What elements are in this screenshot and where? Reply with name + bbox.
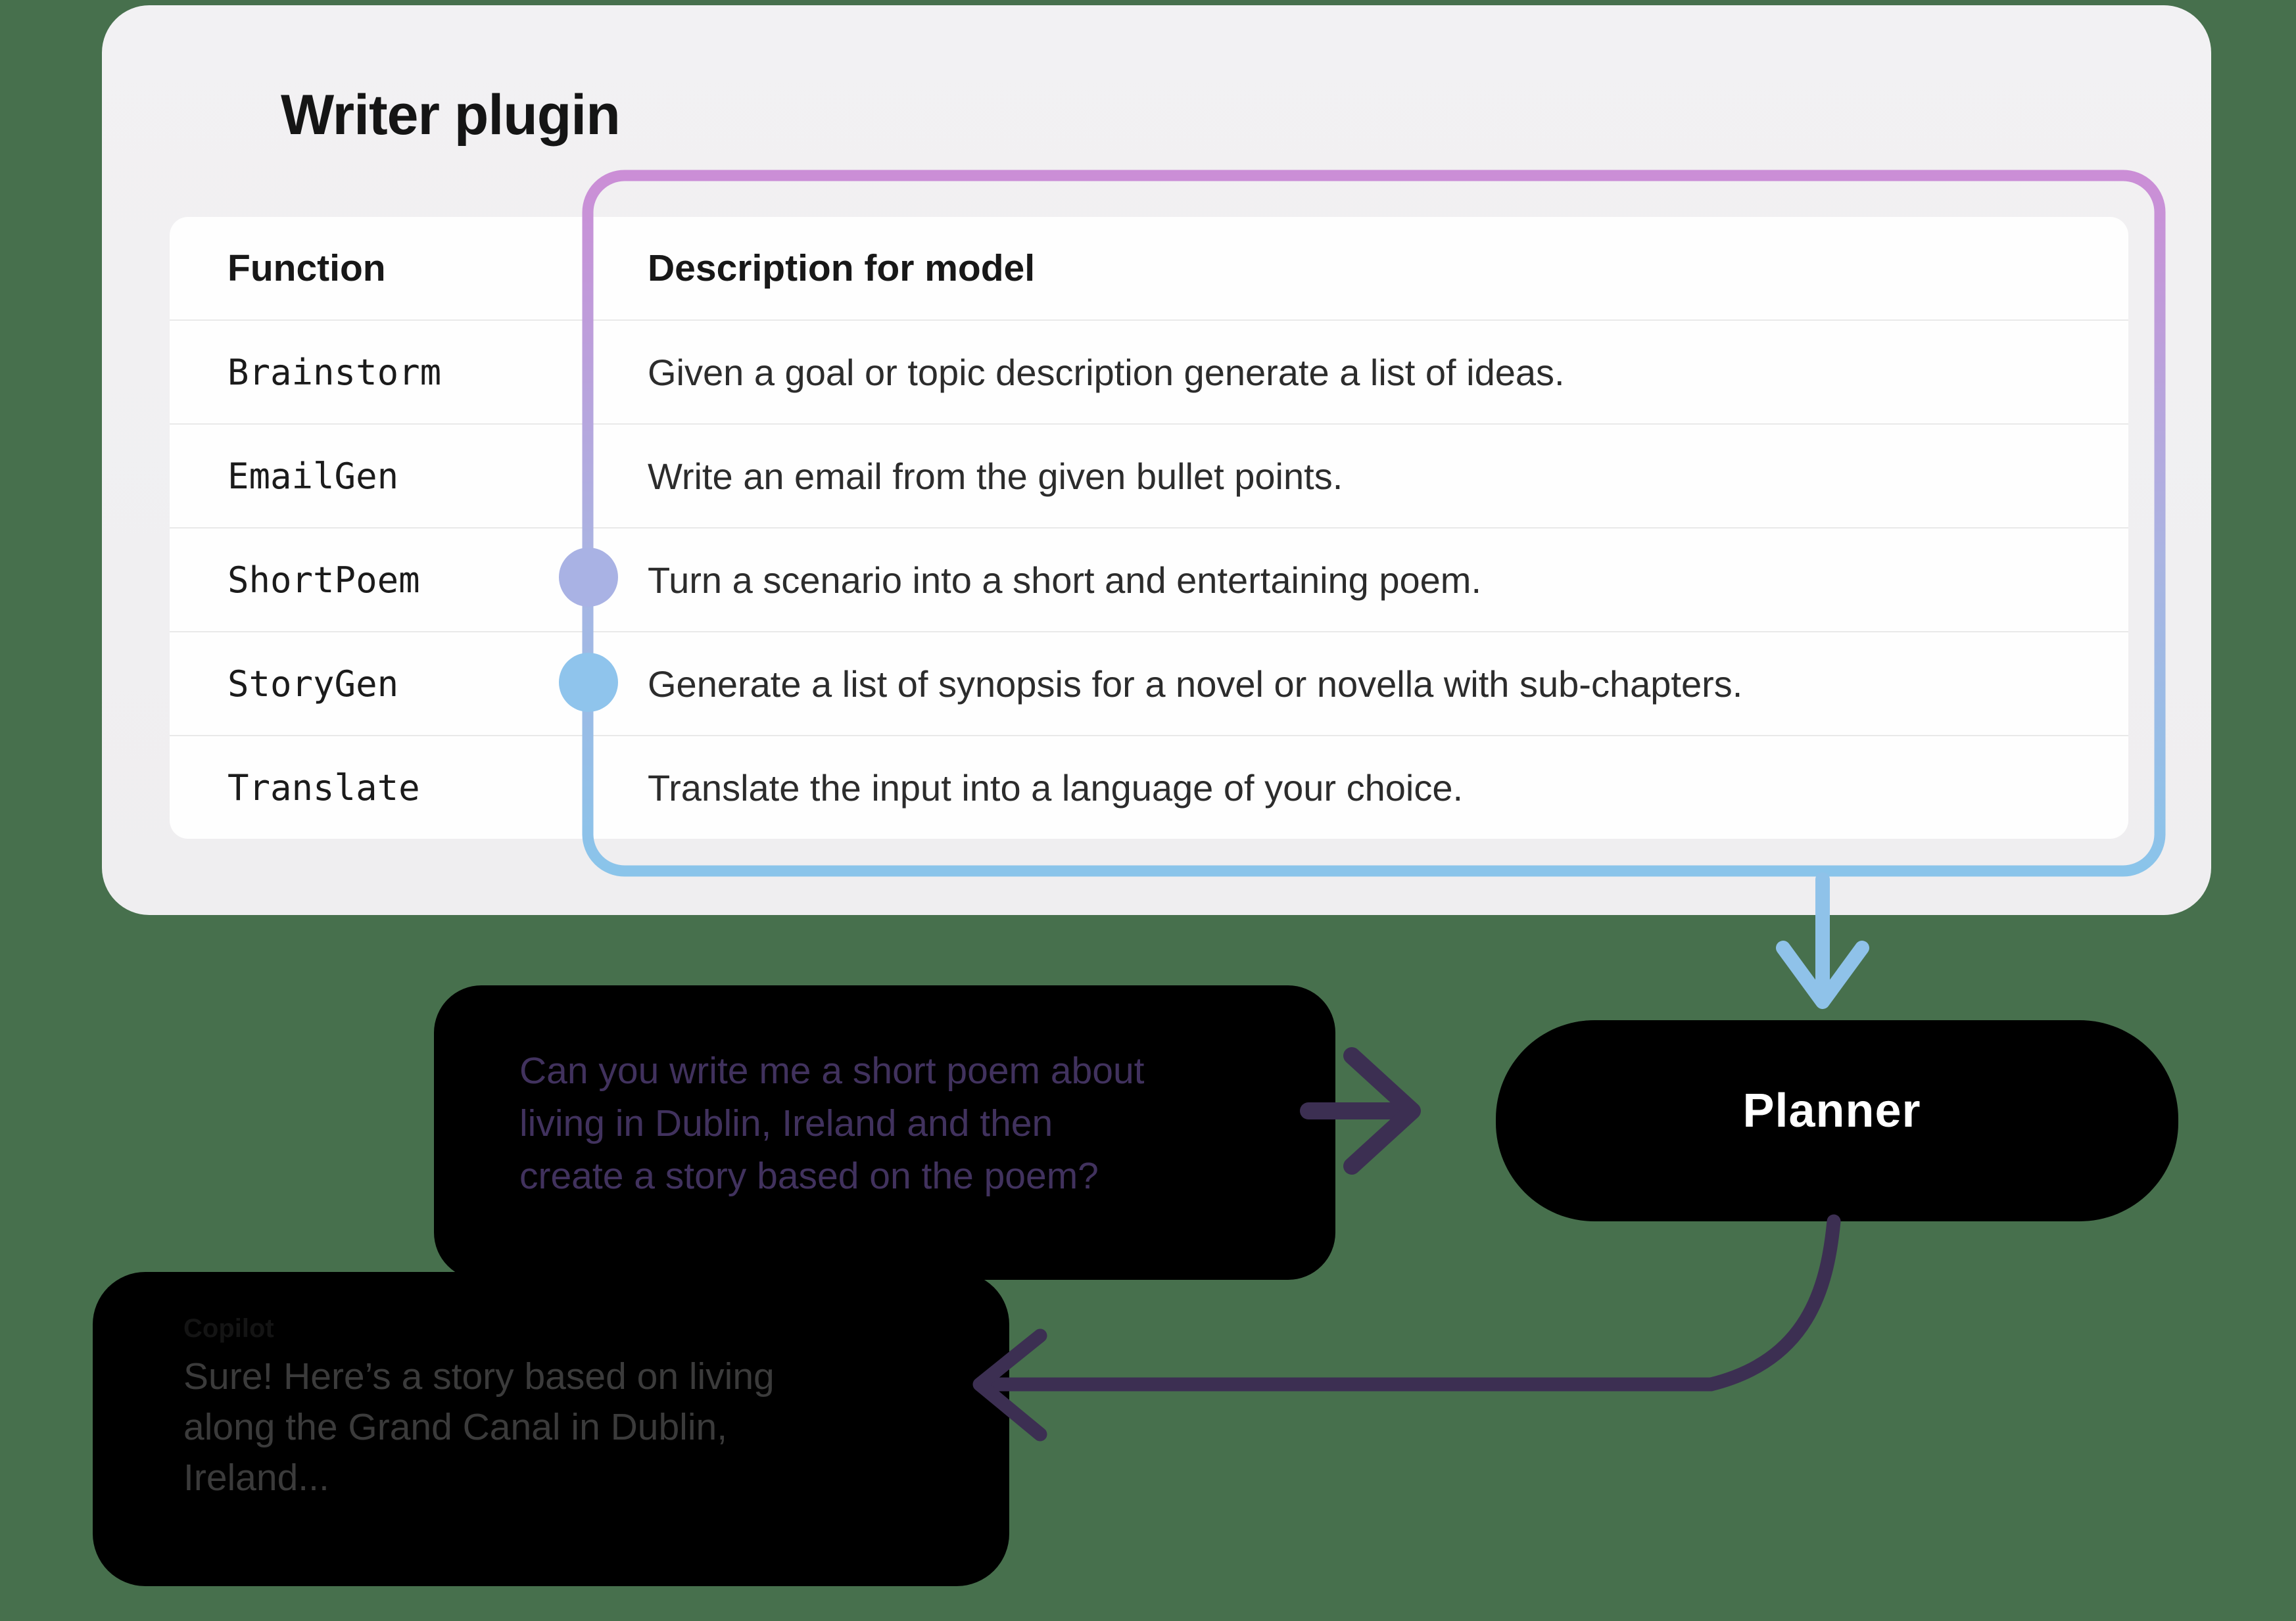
copilot-message-text: Sure! Here’s a story based on living alo… bbox=[183, 1355, 775, 1499]
function-name: EmailGen bbox=[227, 455, 399, 497]
planner-node: Planner bbox=[1496, 1020, 2178, 1221]
column-header-description: Description for model bbox=[648, 247, 1036, 289]
user-message-text: Can you write me a short poem about livi… bbox=[519, 1050, 1145, 1197]
column-header-function: Function bbox=[227, 247, 386, 289]
page-title: Writer plugin bbox=[281, 83, 621, 147]
table-header-row: Function Description for model bbox=[170, 217, 2128, 321]
function-description: Turn a scenario into a short and enterta… bbox=[648, 559, 1482, 601]
table-row: EmailGen Write an email from the given b… bbox=[170, 425, 2128, 529]
function-description: Given a goal or topic description genera… bbox=[648, 351, 1565, 393]
function-description: Generate a list of synopsis for a novel … bbox=[648, 663, 1743, 705]
function-name: ShortPoem bbox=[227, 559, 420, 601]
copilot-message-bubble: Copilot Sure! Here’s a story based on li… bbox=[93, 1272, 1009, 1586]
table-row: Translate Translate the input into a lan… bbox=[170, 736, 2128, 839]
copilot-sender-label: Copilot bbox=[183, 1314, 274, 1343]
function-name: Translate bbox=[227, 766, 420, 809]
function-name: StoryGen bbox=[227, 663, 399, 705]
user-message-bubble: Can you write me a short poem about livi… bbox=[434, 985, 1335, 1280]
table-row: Brainstorm Given a goal or topic descrip… bbox=[170, 321, 2128, 425]
table-row: StoryGen Generate a list of synopsis for… bbox=[170, 632, 2128, 736]
table-row: ShortPoem Turn a scenario into a short a… bbox=[170, 529, 2128, 632]
function-description: Write an email from the given bullet poi… bbox=[648, 455, 1343, 497]
functions-table: Function Description for model Brainstor… bbox=[170, 217, 2128, 839]
function-name: Brainstorm bbox=[227, 351, 442, 393]
planner-label: Planner bbox=[1742, 1085, 1921, 1137]
function-description: Translate the input into a language of y… bbox=[648, 766, 1464, 809]
